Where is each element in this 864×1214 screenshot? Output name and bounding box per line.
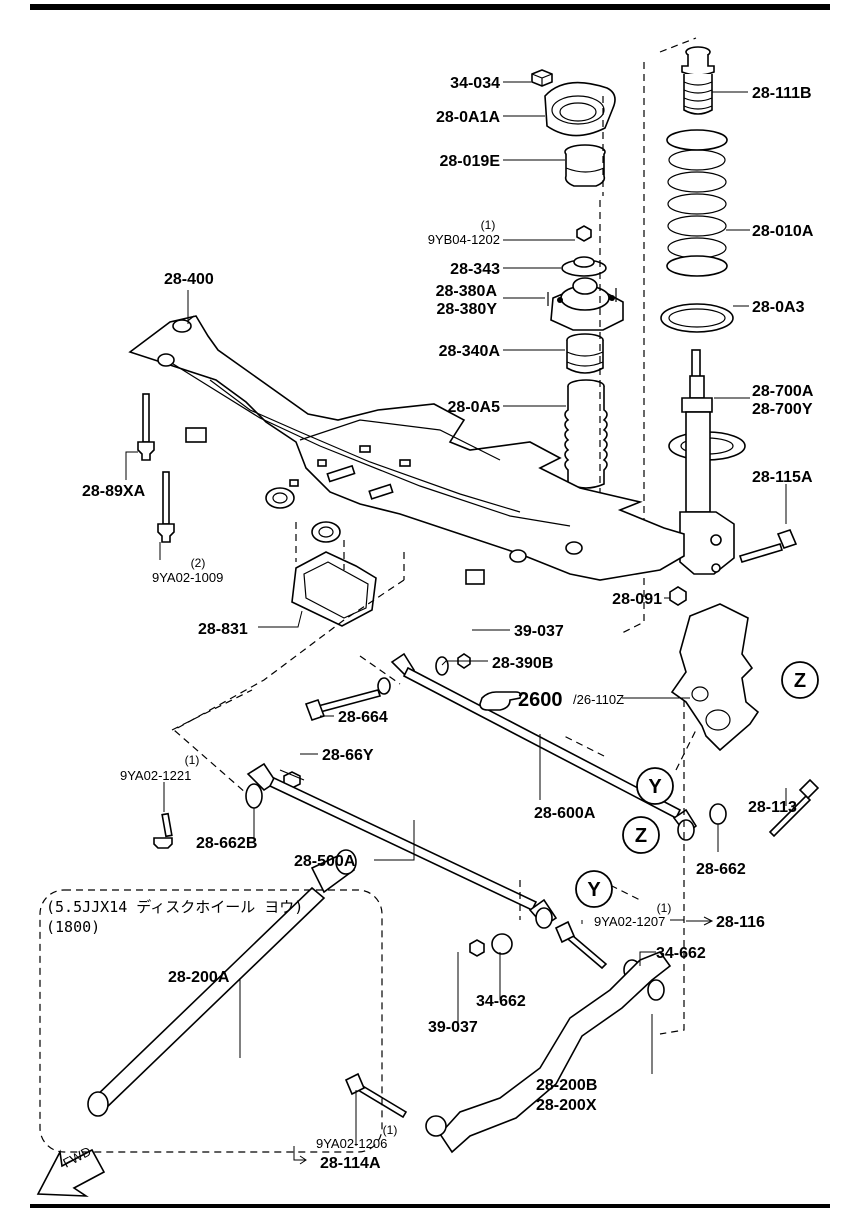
label-39-037-bot: 39-037 bbox=[428, 1019, 478, 1036]
bolt-28-115a bbox=[738, 529, 798, 563]
label-28-500a: 28-500A bbox=[294, 853, 356, 870]
qty-9ya02-1207: (1) bbox=[657, 901, 672, 915]
bound-stopper-28-111b bbox=[681, 46, 715, 115]
label-28-340a: 28-340A bbox=[439, 343, 501, 360]
washer-28-343 bbox=[561, 256, 607, 277]
label-28-200x: 28-200X bbox=[536, 1097, 597, 1114]
label-28-010a: 28-010A bbox=[752, 223, 814, 240]
label-28-113: 28-113 bbox=[748, 799, 797, 816]
label-28-89xa: 28-89XA bbox=[82, 483, 146, 500]
lateral-link-28-600a bbox=[390, 652, 698, 841]
label-28-380a: 28-380A bbox=[436, 283, 498, 300]
label-28-0a5: 28-0A5 bbox=[448, 399, 501, 416]
dust-boot-28-0a5 bbox=[564, 379, 608, 489]
label-28-200b: 28-200B bbox=[536, 1077, 597, 1094]
label-9ya02-1221: 9YA02-1221 bbox=[120, 768, 191, 783]
label-28-114a: 28-114A bbox=[320, 1155, 381, 1172]
qty-9ya02-1206: (1) bbox=[383, 1123, 398, 1137]
label-28-0a3: 28-0A3 bbox=[752, 299, 805, 316]
label-28-600a: 28-600A bbox=[534, 805, 596, 822]
bump-stop-28-019e bbox=[564, 144, 606, 187]
fwd-arrow-icon bbox=[36, 1148, 106, 1197]
lateral-link-28-500a bbox=[246, 762, 558, 929]
label-28-662b: 28-662B bbox=[196, 835, 257, 852]
inset-box bbox=[39, 889, 383, 1153]
svg-text:Y: Y bbox=[648, 776, 662, 798]
label-26-110z: /26-110Z bbox=[573, 692, 624, 707]
label-28-019e: 28-019E bbox=[440, 153, 501, 170]
inset-spec-line-2: (1800) bbox=[46, 918, 100, 936]
label-9ya02-1009: 9YA02-1009 bbox=[152, 570, 223, 585]
label-9ya02-1206: 9YA02-1206 bbox=[316, 1136, 387, 1151]
label-28-116: 28-116 bbox=[716, 914, 765, 931]
label-28-111b: 28-111B bbox=[752, 85, 812, 102]
adjust-bolt-28-664 bbox=[304, 677, 391, 722]
qty-9ya02-1221: (1) bbox=[185, 753, 200, 767]
bracket-28-831 bbox=[291, 551, 377, 627]
bottom-border bbox=[30, 1204, 830, 1208]
washer-28-662 bbox=[709, 803, 727, 825]
callout-z-mid: Z bbox=[622, 816, 660, 854]
strut-mount-28-380a bbox=[547, 277, 624, 331]
label-34-662-right: 34-662 bbox=[656, 945, 706, 962]
qty-9ya02-1009: (2) bbox=[191, 556, 206, 570]
label-28-66y: 28-66Y bbox=[322, 747, 374, 764]
coil-spring-28-010a bbox=[666, 129, 728, 277]
bolt-9ya02-1206 bbox=[344, 1072, 408, 1119]
svg-text:Z: Z bbox=[635, 825, 647, 847]
spring-seat-28-0a3 bbox=[660, 303, 734, 333]
label-34-662-mid: 34-662 bbox=[476, 993, 526, 1010]
label-28-700a: 28-700A bbox=[752, 383, 814, 400]
crossmember-28-400 bbox=[128, 315, 685, 585]
nut-9yb04-1202 bbox=[576, 225, 592, 242]
leader-lines bbox=[125, 81, 787, 1165]
trailing-link-28-200b bbox=[425, 951, 672, 1154]
label-28-390b: 28-390B bbox=[492, 655, 553, 672]
callout-y-low: Y bbox=[575, 870, 613, 908]
label-28-831: 28-831 bbox=[198, 621, 248, 638]
trailing-link-28-200a bbox=[87, 849, 357, 1117]
svg-text:Y: Y bbox=[587, 879, 601, 901]
pointing-hand-icon bbox=[479, 691, 522, 711]
label-28-700y: 28-700Y bbox=[752, 401, 813, 418]
bolt-9ya02-1009 bbox=[157, 471, 175, 543]
label-28-200a: 28-200A bbox=[168, 969, 230, 986]
callout-y-mid: Y bbox=[636, 767, 674, 805]
washer-28-390b bbox=[435, 656, 449, 676]
bolt-28-89xa bbox=[137, 393, 155, 461]
top-border bbox=[30, 4, 830, 10]
label-28-662: 28-662 bbox=[696, 861, 746, 878]
label-28-380y: 28-380Y bbox=[437, 301, 498, 318]
svg-text:Z: Z bbox=[794, 670, 806, 692]
washer-34-662-mid bbox=[491, 933, 513, 955]
label-28-115a: 28-115A bbox=[752, 469, 813, 486]
label-28-400: 28-400 bbox=[164, 271, 214, 288]
qty-9yb04-1202: (1) bbox=[481, 218, 496, 232]
nut-34-034 bbox=[531, 69, 553, 87]
label-28-091: 28-091 bbox=[612, 591, 662, 608]
label-2600: 2600 bbox=[518, 689, 563, 711]
label-28-0a1a: 28-0A1A bbox=[436, 109, 500, 126]
callout-z-top: Z bbox=[781, 661, 819, 699]
bolt-28-113 bbox=[768, 778, 820, 838]
bolt-9ya02-1207 bbox=[554, 920, 608, 970]
nut-28-091 bbox=[669, 586, 687, 606]
label-39-037-top: 39-037 bbox=[514, 623, 564, 640]
label-9yb04-1202: 9YB04-1202 bbox=[428, 232, 500, 247]
mount-plate-28-0a1a bbox=[544, 81, 616, 137]
shock-absorber-28-700a bbox=[668, 349, 746, 575]
spacer-28-340a bbox=[566, 333, 604, 374]
washer-28-662b bbox=[245, 783, 263, 809]
knuckle-2600 bbox=[670, 603, 760, 752]
bolt-9ya02-1221 bbox=[153, 812, 173, 849]
label-28-343: 28-343 bbox=[450, 261, 500, 278]
inset-spec-line-1: (5.5JJX14 ディスクホイール ヨウ) bbox=[46, 898, 303, 916]
label-28-664: 28-664 bbox=[338, 709, 388, 726]
nut-39-037-bot bbox=[469, 939, 485, 957]
label-34-034: 34-034 bbox=[450, 75, 500, 92]
label-9ya02-1207: 9YA02-1207 bbox=[594, 914, 665, 929]
